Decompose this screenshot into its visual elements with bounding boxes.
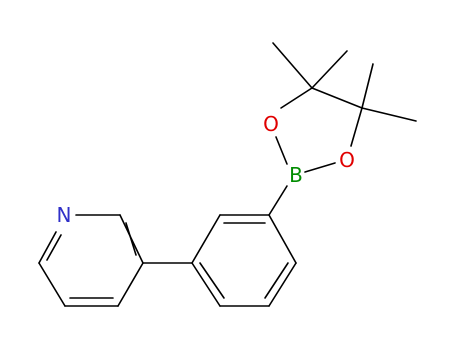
bond bbox=[304, 162, 336, 173]
bond bbox=[280, 87, 313, 109]
bond bbox=[264, 262, 289, 299]
methyl-bond bbox=[361, 63, 374, 109]
bond bbox=[311, 87, 363, 109]
methyl-bond bbox=[272, 42, 313, 89]
dioxaborolane-ring bbox=[275, 87, 363, 173]
bond bbox=[38, 262, 66, 307]
aryl-boron-bond bbox=[268, 185, 288, 216]
bond bbox=[268, 262, 297, 307]
bond bbox=[117, 262, 144, 307]
methyl-groups bbox=[272, 42, 417, 122]
benzene-ring bbox=[191, 214, 297, 307]
methyl-bond bbox=[311, 50, 348, 89]
bond bbox=[191, 214, 221, 264]
nitrogen-atom-label: N bbox=[57, 203, 72, 227]
bond bbox=[350, 107, 363, 147]
bond bbox=[275, 136, 288, 165]
bond bbox=[199, 262, 225, 299]
bond bbox=[125, 222, 137, 256]
pyridine-ring bbox=[38, 214, 144, 307]
bond bbox=[191, 262, 221, 307]
bond bbox=[38, 231, 57, 264]
methyl-bond bbox=[361, 107, 417, 122]
bond bbox=[46, 234, 62, 261]
oxygen-atom-label: O bbox=[339, 148, 355, 172]
boron-atom-label: B bbox=[289, 163, 303, 187]
bond bbox=[268, 214, 297, 264]
oxygen-atom-label: O bbox=[263, 112, 279, 136]
